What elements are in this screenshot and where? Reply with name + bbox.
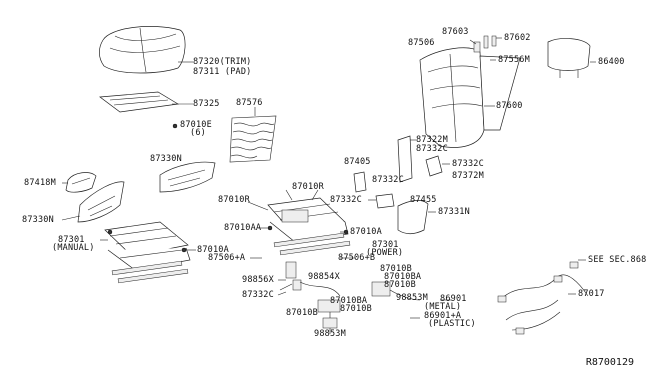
label-86400: 86400 xyxy=(598,57,625,67)
label-87372m: 87372M xyxy=(452,171,484,181)
diagram-reference-code: R8700129 xyxy=(585,357,634,368)
seat-motor-assembly xyxy=(279,261,421,329)
label-see-sec: SEE SEC.868 xyxy=(588,255,647,265)
power-seat-frame xyxy=(267,197,351,256)
label-87010r-right: 87010R xyxy=(292,182,324,192)
label-87010e-qty: (6) xyxy=(190,128,206,138)
label-87418m: 87418M xyxy=(24,178,56,188)
label-87576: 87576 xyxy=(236,98,263,108)
label-87332c-c: 87332C xyxy=(372,175,404,185)
label-86901a: 86901+A xyxy=(424,311,462,321)
seat-cushion-trim xyxy=(99,26,186,74)
manual-seat-frame xyxy=(104,221,191,284)
label-87010r-left: 87010R xyxy=(218,195,250,205)
label-87331n: 87331N xyxy=(438,207,470,217)
lumbar-bracket xyxy=(353,171,367,193)
label-98854x: 98854X xyxy=(308,272,340,282)
back-side-shield xyxy=(397,200,429,235)
label-98856x: 98856X xyxy=(242,275,274,285)
label-86901a-sub: (PLASTIC) xyxy=(428,319,476,329)
label-87320: 87320(TRIM) xyxy=(193,57,252,67)
label-87332c-b: 87332C xyxy=(452,159,484,169)
label-87556m: 87556M xyxy=(498,55,530,65)
label-87311: 87311 (PAD) xyxy=(193,67,252,77)
label-87010b-a: 87010B xyxy=(380,264,412,274)
label-86901-sub: (METAL) xyxy=(424,302,462,312)
label-87010aa: 87010AA xyxy=(224,223,262,233)
wire-harness xyxy=(497,261,589,335)
label-98853m-b: 98853M xyxy=(314,329,346,339)
label-87506: 87506 xyxy=(408,38,435,48)
label-87301-manual: 87301 xyxy=(58,235,85,245)
label-87010e: 87010E xyxy=(180,120,212,130)
label-87602: 87602 xyxy=(504,33,531,43)
label-87010a-left: 87010A xyxy=(197,245,229,255)
side-shield-left xyxy=(77,181,125,223)
label-87455: 87455 xyxy=(410,195,437,205)
label-87332c-d: 87332C xyxy=(330,195,362,205)
label-87301-manual-sub: (MANUAL) xyxy=(52,243,95,253)
label-87603: 87603 xyxy=(442,27,469,37)
label-87322m: 87322M xyxy=(416,135,448,145)
label-87330n-top: 87330N xyxy=(150,154,182,164)
label-87325: 87325 xyxy=(193,99,220,109)
label-87600: 87600 xyxy=(496,101,523,111)
label-87332c-a: 87332C xyxy=(416,144,448,154)
label-87010b-c: 87010B xyxy=(340,304,372,314)
label-87506a: 87506+A xyxy=(208,253,246,263)
label-87301-power-sub: (POWER) xyxy=(366,248,404,258)
label-87330n-left: 87330N xyxy=(22,215,54,225)
spring-mat xyxy=(229,115,277,163)
label-86901: 86901 xyxy=(440,294,467,304)
seatback-pad xyxy=(419,47,521,148)
headrest xyxy=(547,38,591,78)
seat-pad-sheet xyxy=(99,91,180,113)
headrest-guide xyxy=(483,35,489,49)
back-frame-side xyxy=(397,135,413,183)
label-87301-power: 87301 xyxy=(372,240,399,250)
label-87405: 87405 xyxy=(344,157,371,167)
label-98853m-a: 98853M xyxy=(396,293,428,303)
recliner-cover xyxy=(65,172,97,193)
label-87010b-d: 87010B xyxy=(286,308,318,318)
side-shield-upper xyxy=(159,161,216,193)
label-87010ba-a: 87010BA xyxy=(384,272,422,282)
label-87332c-low: 87332C xyxy=(242,290,274,300)
label-87017: 87017 xyxy=(578,289,605,299)
label-87010a-mid: 87010A xyxy=(350,227,382,237)
clip-icon xyxy=(172,123,178,129)
label-87010b-b: 87010B xyxy=(384,280,416,290)
label-87010ba-b: 87010BA xyxy=(330,296,368,306)
label-87506b: 87506+B xyxy=(338,253,376,263)
